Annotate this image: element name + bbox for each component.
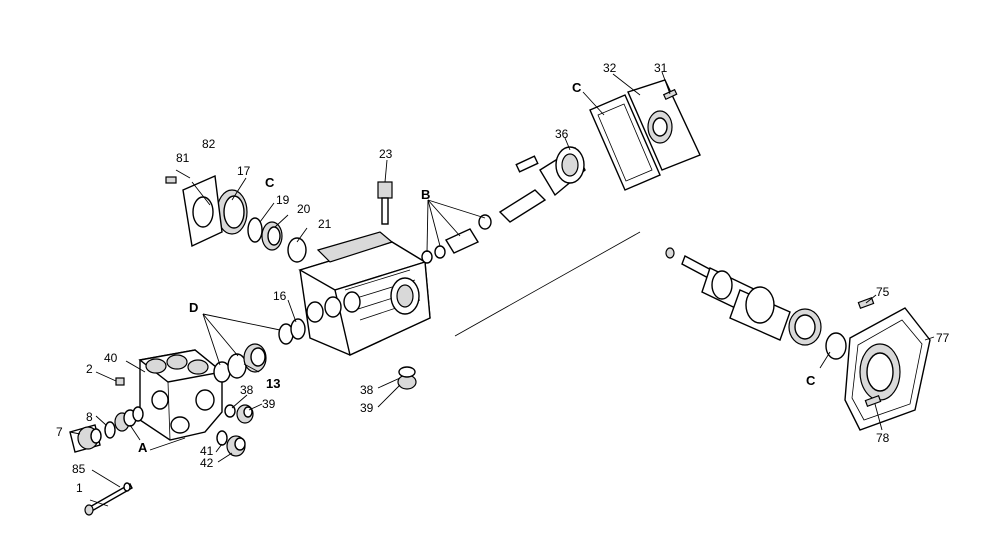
cover-32-part: [627, 79, 701, 171]
o-ring-41-part: [216, 430, 228, 446]
callout-85: 85: [72, 462, 86, 476]
callout-21: 21: [318, 217, 332, 231]
bearing-cover-77-part: [844, 307, 931, 431]
screw-2-part: [115, 377, 125, 386]
kit-letter-c-top: C: [572, 80, 582, 95]
plug-7-part: [69, 424, 102, 453]
callout-42: 42: [200, 456, 214, 470]
callout-23: 23: [379, 147, 393, 161]
callout-17: 17: [237, 164, 251, 178]
callout-32: 32: [603, 61, 617, 75]
callout-1: 1: [76, 481, 83, 495]
manifold-part: [138, 349, 224, 441]
o-ring-8-part: [104, 421, 116, 439]
callout-13: 13: [266, 376, 280, 391]
kit-letter-a: A: [138, 440, 148, 455]
callout-2: 2: [86, 362, 93, 376]
kit-letter-d: D: [189, 300, 198, 315]
callout-40: 40: [104, 351, 118, 365]
plug-39-part: [236, 404, 254, 424]
callout-19: 19: [276, 193, 290, 207]
gasket-c-part: [589, 94, 661, 191]
callout-39-left: 39: [262, 397, 276, 411]
seal-17-part: [216, 189, 248, 235]
callout-39-center: 39: [360, 401, 374, 415]
bearing-part: [788, 308, 822, 346]
callout-20: 20: [297, 202, 311, 216]
crankcase-part: [298, 231, 431, 356]
callout-36: 36: [555, 127, 569, 141]
callout-31: 31: [654, 61, 668, 75]
leader-lines: [69, 71, 935, 507]
plug-42-part: [226, 435, 246, 457]
screw-78-part: [864, 395, 882, 407]
callout-38-left: 38: [240, 383, 254, 397]
bushing-21-part: [287, 237, 307, 263]
washer-85-part: [123, 482, 131, 492]
assembly-axis-line: [454, 231, 641, 337]
callout-81: 81: [176, 151, 190, 165]
cover-82-part: [182, 174, 223, 248]
seal-kit-d: [213, 318, 306, 383]
retaining-ring-c-part: [825, 332, 847, 360]
plunger-kit-b: [421, 214, 492, 264]
callout-labels: 1 85 2 40 8 7 A 41 42 38 39 13 D 16 81 8…: [56, 61, 950, 495]
screw-81-part: [165, 176, 177, 184]
callout-16: 16: [273, 289, 287, 303]
callout-78: 78: [876, 431, 890, 445]
callout-8: 8: [86, 410, 93, 424]
plug-39-center-part: [397, 366, 417, 390]
bolt-1-part: [84, 483, 133, 516]
kit-letter-c-right: C: [806, 373, 816, 388]
connecting-rod-part: [498, 146, 586, 223]
callout-7: 7: [56, 425, 63, 439]
valve-assembly-a: [114, 406, 144, 432]
callout-82: 82: [202, 137, 216, 151]
crankshaft-part: [665, 247, 791, 341]
callout-77: 77: [936, 331, 950, 345]
ring-19-part: [247, 217, 263, 243]
callout-41: 41: [200, 444, 214, 458]
kit-letter-c-left: C: [265, 175, 275, 190]
kit-letter-b: B: [421, 187, 430, 202]
callout-75: 75: [876, 285, 890, 299]
dipstick-23-part: [377, 181, 393, 225]
callout-38-center: 38: [360, 383, 374, 397]
ring-20-part: [261, 221, 283, 251]
